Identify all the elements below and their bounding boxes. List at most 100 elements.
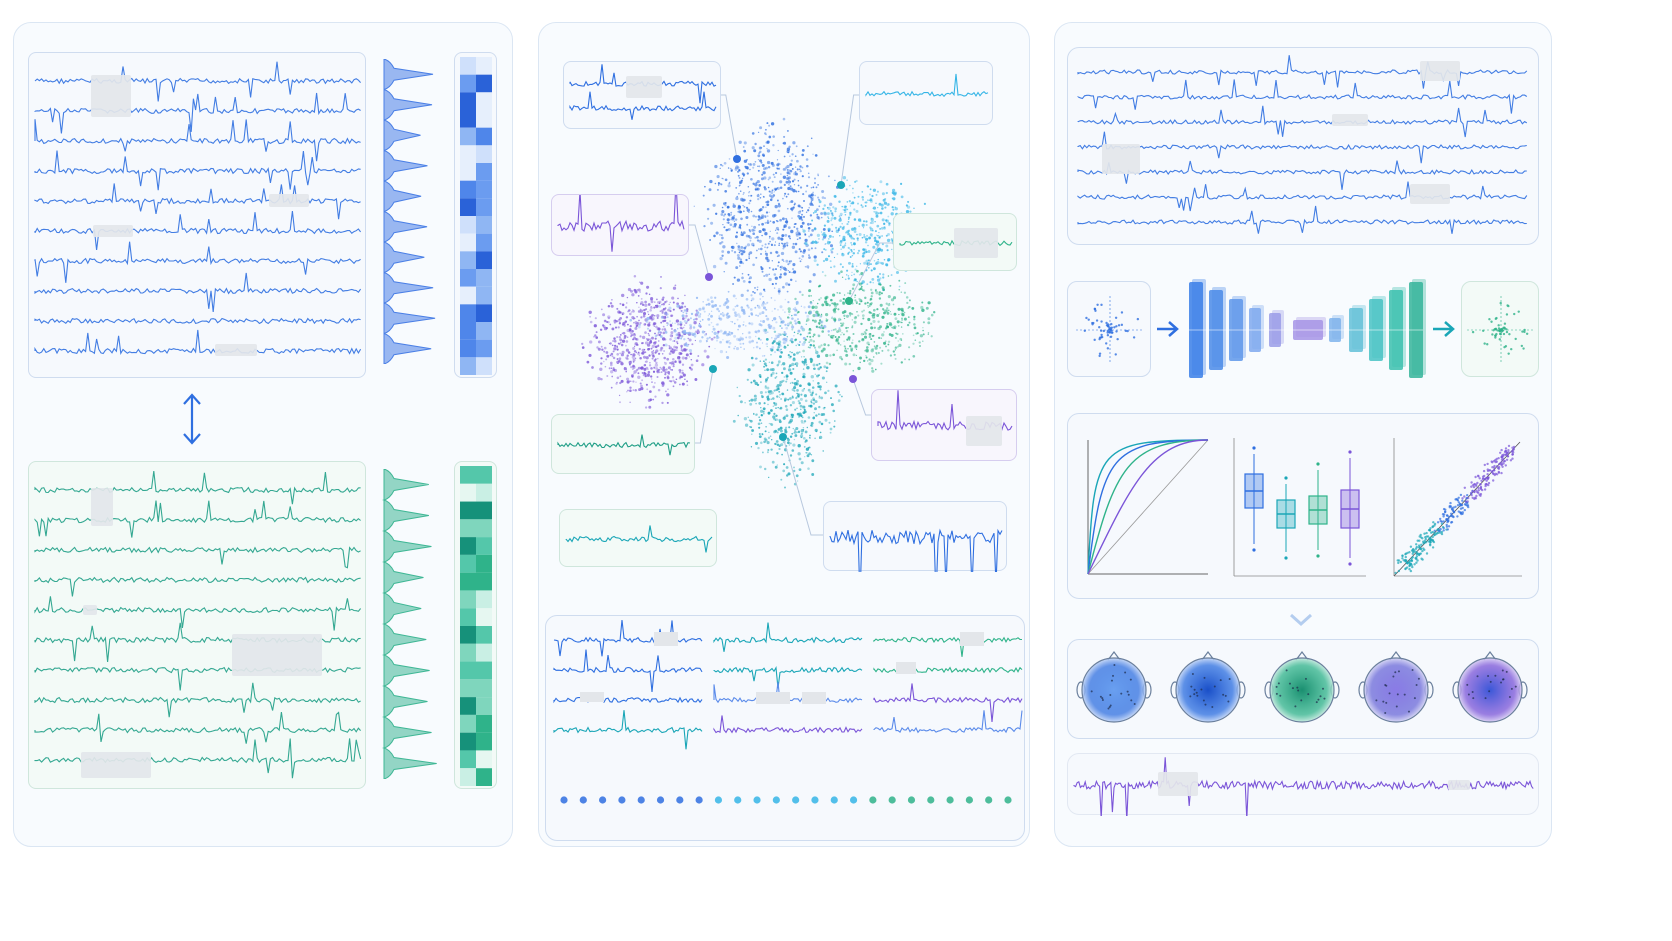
scatter-point [834,336,837,338]
scatter-point [886,238,891,243]
scatter-point [739,336,742,339]
scatter-point [852,252,856,255]
scatter-point [760,161,763,164]
scatter-point [796,321,799,324]
scatter-point [715,336,719,339]
scatter-point [785,282,789,286]
scatter-point [745,336,748,339]
scatter-point [653,306,656,309]
scatter-point [820,314,823,318]
scatter-point [715,212,718,215]
scatter-point [806,164,809,168]
scatter-point [904,282,907,285]
scatter-point [796,227,799,230]
scatter-point [849,248,851,250]
scatter-point [933,311,936,314]
scatter-point [1442,515,1445,518]
scatter-point [801,175,804,178]
scatter-point [885,234,888,237]
scatter-point [793,429,797,432]
scatter-point [778,167,781,170]
scatter-point [865,349,869,353]
scatter-point [776,431,779,434]
scatter-point [796,318,800,321]
scatter-point [789,382,792,384]
scatter-point [800,393,803,396]
scatter-point [922,340,924,343]
scatter-point [1440,532,1444,536]
scatter-point [829,202,833,206]
scatter-point [758,223,761,226]
scatter-point [681,363,685,366]
density-plot-blue [383,59,436,364]
scatter-point [787,226,791,229]
scatter-point [701,318,704,321]
scatter-point [897,307,901,311]
scatter-point [667,322,670,325]
scatter-point [734,305,737,308]
scatter-point [847,252,850,254]
scatter-point [650,375,653,378]
scatter-point [777,362,780,365]
scatter-point [794,155,797,158]
callout-connector [852,378,871,416]
scatter-point [874,346,878,350]
scatter-point [1470,491,1473,495]
scatter-point [870,288,873,291]
scatter-point [761,222,764,226]
scatter-point [856,239,859,242]
scatter-point [783,195,786,197]
scatter-point [881,262,884,265]
scatter-point [632,360,635,363]
scatter-point [793,319,797,323]
scatter-point [788,172,791,175]
scatter-point [651,353,655,356]
scatter-point [763,306,766,310]
scatter-point [837,335,841,339]
scatter-point [743,321,745,323]
scatter-point [867,306,870,308]
scatter-point [751,228,755,232]
scatter-point [887,343,890,346]
scatter-point [844,278,847,281]
scatter-point [818,405,821,409]
scatter-point [764,391,767,394]
scatter-point [885,345,887,348]
scatter-point [698,322,701,325]
callout-anchor-dot [733,155,741,163]
scatter-point [796,343,799,345]
scatter-point [886,203,890,207]
scatter-point [797,399,800,403]
scatter-point [745,297,749,301]
scatter-point [739,400,743,404]
scatter-point [870,295,873,298]
scatter-point [607,315,611,319]
scatter-point [655,325,658,329]
scatter-point [1497,457,1500,460]
scatter-point [612,367,615,369]
scatter-point [861,223,865,227]
scatter-point [817,321,821,325]
scatter-point [1452,511,1456,514]
scatter-point [1491,461,1494,464]
scatter-point [775,342,779,345]
scatter-point [786,389,789,391]
scatter-point [821,303,825,307]
scatter-point [834,279,837,283]
scatter-point [671,369,673,371]
scatter-point [845,188,848,191]
scatter-point [1522,347,1525,350]
scatter-point [861,196,864,199]
scatter-point [809,338,813,342]
scatter-point [765,211,769,214]
scatter-point [739,342,742,346]
scatter-point [686,384,689,386]
scatter-point [672,301,675,304]
scatter-point [740,249,744,253]
scatter-point [772,135,775,138]
scatter-point [771,180,774,183]
scatter-point [927,333,930,336]
scatter-point [1093,307,1097,311]
scatter-point [737,256,741,260]
scatter-point [796,312,799,314]
